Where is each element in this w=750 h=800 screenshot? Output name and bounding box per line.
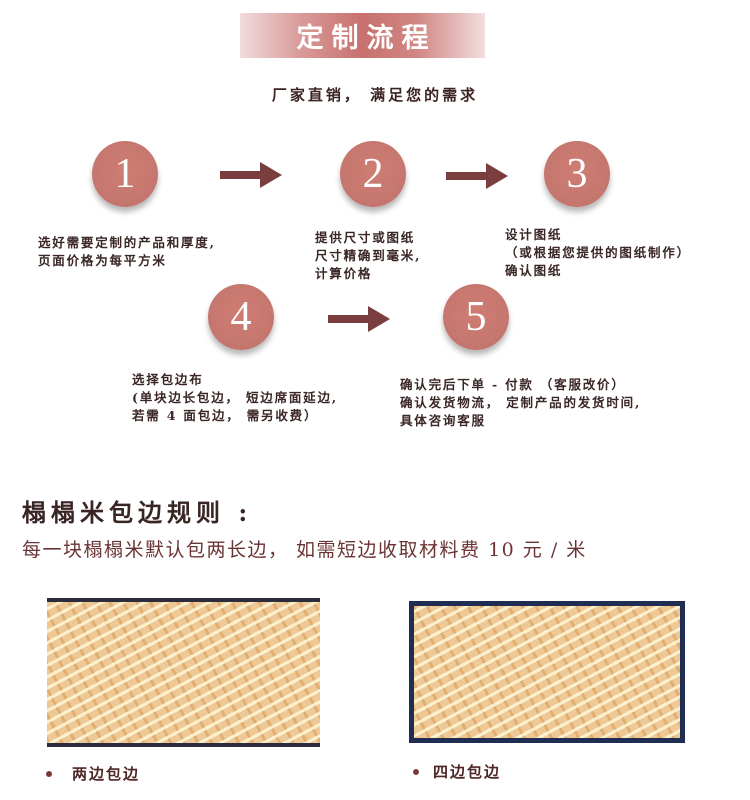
binding-rules-title: 榻榻米包边规则 : xyxy=(22,498,253,527)
option-label: 四边包边 xyxy=(433,763,502,781)
step-5-circle: 5 xyxy=(443,284,509,350)
step-1-circle: 1 xyxy=(92,141,158,207)
arrow-right-icon xyxy=(446,163,508,189)
step-4-text: 选择包边布 (单块边长包边， 短边席面延边, 若需 4 面包边， 需另收费） xyxy=(132,372,338,423)
option-two-side-binding: 两边包边 xyxy=(46,763,140,784)
step-3-text: 设计图纸 （或根据您提供的图纸制作） 确认图纸 xyxy=(505,227,691,278)
step-4-circle: 4 xyxy=(208,284,274,350)
step-2-number: 2 xyxy=(362,151,384,197)
step-3-number: 3 xyxy=(566,151,588,197)
bullet-icon xyxy=(46,770,52,777)
step-3-circle: 3 xyxy=(544,141,610,207)
bullet-icon xyxy=(413,768,419,775)
step-5-text: 确认完后下单 - 付款 （客服改价） 确认发货物流， 定制产品的发货时间, 具体… xyxy=(400,377,642,428)
step-1-number: 1 xyxy=(114,151,136,197)
arrow-right-icon xyxy=(328,306,390,332)
mat-two-side-binding-image xyxy=(47,598,320,747)
option-four-side-binding: 四边包边 xyxy=(413,761,501,782)
step-5-number: 5 xyxy=(465,294,487,340)
step-4-number: 4 xyxy=(230,294,252,340)
mat-four-side-binding-image xyxy=(409,601,685,743)
arrow-right-icon xyxy=(220,162,282,188)
page-subtitle: 厂家直销， 满足您的需求 xyxy=(271,86,479,104)
binding-rules-description: 每一块榻榻米默认包两长边， 如需短边收取材料费 10 元 / 米 xyxy=(22,539,587,561)
step-2-text: 提供尺寸或图纸 尺寸精确到毫米, 计算价格 xyxy=(315,230,422,281)
page-title: 定制流程 xyxy=(296,23,437,54)
step-2-circle: 2 xyxy=(340,141,406,207)
title-banner: 定制流程 xyxy=(240,13,485,58)
step-1-text: 选好需要定制的产品和厚度, 页面价格为每平方米 xyxy=(38,235,216,268)
option-label: 两边包边 xyxy=(72,765,141,783)
